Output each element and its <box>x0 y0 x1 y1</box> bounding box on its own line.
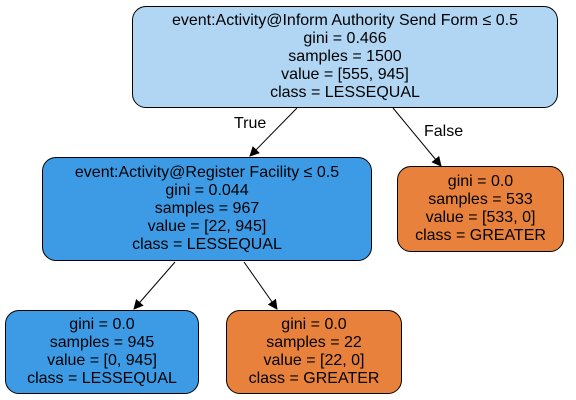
edge-left-to-leftright <box>243 261 278 310</box>
node-samples: samples = 945 <box>49 334 155 351</box>
node-samples: samples = 22 <box>266 334 362 351</box>
node-value: value = [0, 945] <box>47 352 157 369</box>
node-class: class = GREATER <box>248 370 380 387</box>
node-gini: gini = 0.466 <box>303 30 387 47</box>
node-value: value = [22, 0] <box>263 352 365 369</box>
edge-label-false: False <box>424 123 464 140</box>
node-class: class = GREATER <box>415 227 546 244</box>
node-class: class = LESSEQUAL <box>132 236 282 253</box>
node-gini: gini = 0.0 <box>447 173 514 190</box>
node-value: value = [555, 945] <box>281 66 409 83</box>
edge-label-true: True <box>234 115 267 132</box>
node-gini: gini = 0.0 <box>69 316 135 333</box>
node-class: class = LESSEQUAL <box>27 370 177 387</box>
node-gini: gini = 0.0 <box>281 316 347 333</box>
node-condition: event:Activity@Register Facility ≤ 0.5 <box>74 164 340 181</box>
edge-left-to-leftleft <box>133 261 176 310</box>
edge-root-to-right <box>392 107 442 167</box>
left-node: event:Activity@Register Facility ≤ 0.5 g… <box>42 157 372 261</box>
root-node: event:Activity@Inform Authority Send For… <box>132 6 558 108</box>
node-samples: samples = 967 <box>154 200 260 217</box>
node-gini: gini = 0.044 <box>165 182 249 199</box>
node-class: class = LESSEQUAL <box>270 84 420 101</box>
right-leaf-node: gini = 0.0 samples = 533 value = [533, 0… <box>397 166 564 252</box>
node-value: value = [22, 945] <box>147 218 267 235</box>
left-right-leaf-node: gini = 0.0 samples = 22 value = [22, 0] … <box>226 310 402 394</box>
node-value: value = [533, 0] <box>425 209 536 226</box>
left-left-leaf-node: gini = 0.0 samples = 945 value = [0, 945… <box>5 310 199 394</box>
node-condition: event:Activity@Inform Authority Send For… <box>171 12 519 29</box>
node-samples: samples = 1500 <box>288 48 402 65</box>
edge-root-to-left <box>249 107 298 157</box>
node-samples: samples = 533 <box>428 191 533 208</box>
